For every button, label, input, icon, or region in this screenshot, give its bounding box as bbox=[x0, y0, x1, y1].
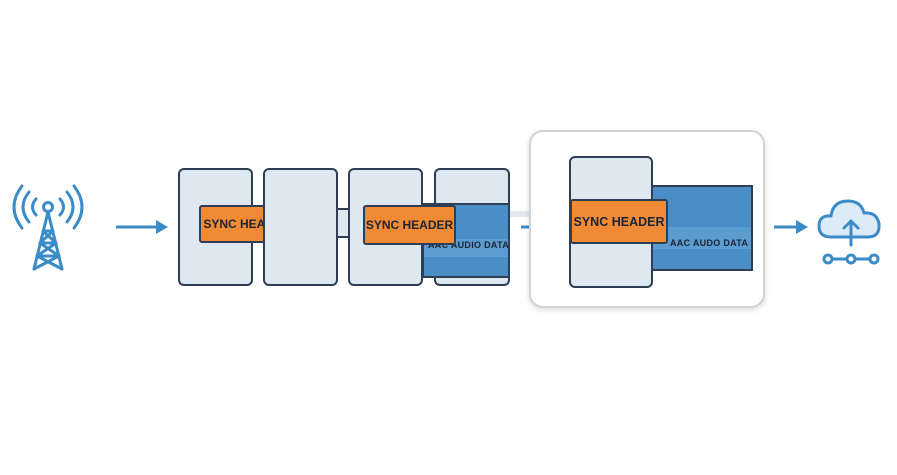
cloud-upload-network-icon bbox=[817, 199, 881, 265]
radio-tower-icon bbox=[12, 184, 84, 271]
sync-header-label: SYNC HEADER bbox=[570, 199, 668, 244]
aac-audio-data bbox=[651, 185, 753, 271]
aac-data-label: AAC AUDO DATA bbox=[670, 238, 749, 248]
arrow-icon bbox=[774, 220, 808, 234]
frame-block bbox=[263, 168, 338, 286]
sync-header-label: SYNC HEADER bbox=[363, 205, 456, 245]
connector bbox=[510, 211, 535, 217]
aac-data-label: AAC AUDIO DATA bbox=[427, 240, 509, 250]
arrow-icon bbox=[116, 220, 168, 234]
connector bbox=[338, 208, 350, 238]
